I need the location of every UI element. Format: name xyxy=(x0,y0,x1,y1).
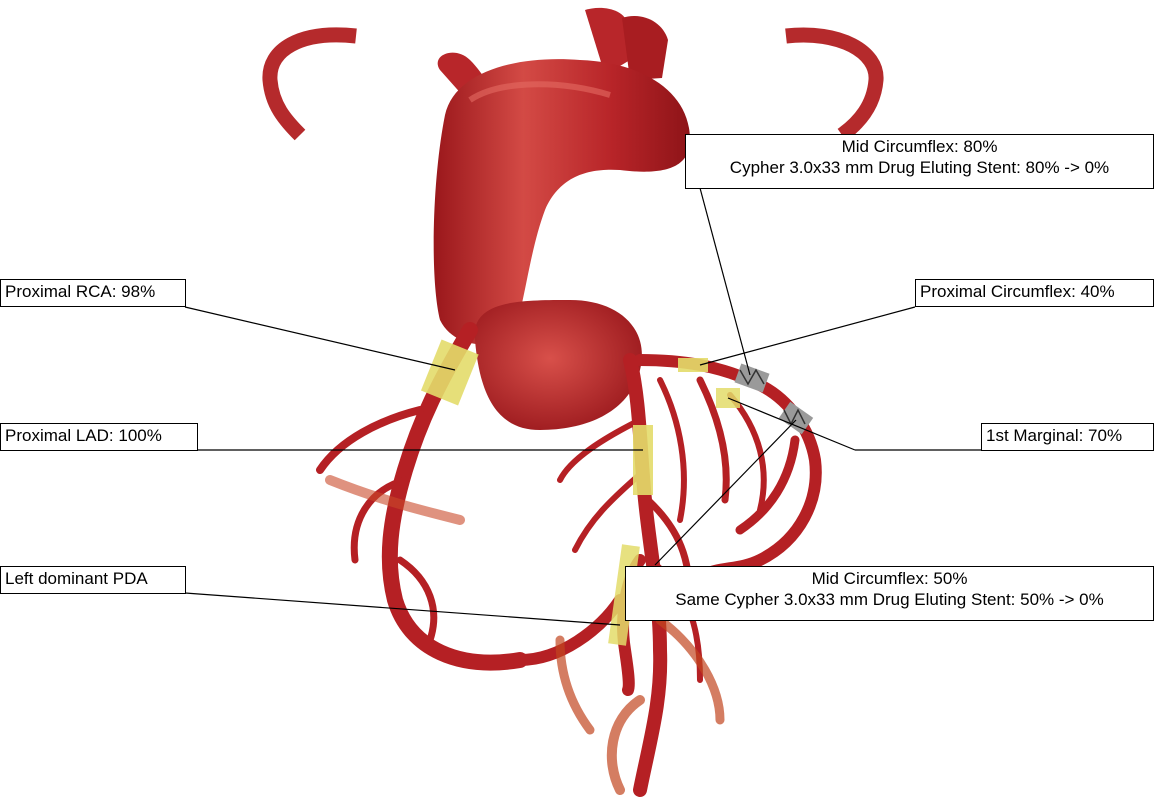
heart-body-shape xyxy=(475,300,642,430)
leader-proximal-circumflex xyxy=(700,307,915,365)
left-arc-shape xyxy=(270,35,356,135)
leader-mid-circumflex-1 xyxy=(700,188,750,375)
label-mid-circumflex-stent1-detail: Cypher 3.0x33 mm Drug Eluting Stent: 80%… xyxy=(690,157,1149,178)
label-mid-circumflex-stent1: Mid Circumflex: 80% Cypher 3.0x33 mm Dru… xyxy=(685,134,1154,189)
aorta-shape xyxy=(434,8,690,345)
label-proximal-circumflex: Proximal Circumflex: 40% xyxy=(915,279,1154,307)
label-proximal-rca: Proximal RCA: 98% xyxy=(0,279,186,307)
leader-proximal-rca xyxy=(185,307,455,370)
label-left-dominant-pda: Left dominant PDA xyxy=(0,566,186,594)
label-mid-circumflex-stent2: Mid Circumflex: 50% Same Cypher 3.0x33 m… xyxy=(625,566,1154,621)
right-arc-shape xyxy=(786,35,876,135)
lesion-proximal-lad xyxy=(633,425,653,495)
label-first-marginal: 1st Marginal: 70% xyxy=(981,423,1154,451)
label-mid-circumflex-stent1-title: Mid Circumflex: 80% xyxy=(690,136,1149,157)
label-mid-circumflex-stent2-detail: Same Cypher 3.0x33 mm Drug Eluting Stent… xyxy=(630,589,1149,610)
label-mid-circumflex-stent2-title: Mid Circumflex: 50% xyxy=(630,568,1149,589)
lesion-proximal-circumflex xyxy=(678,358,708,372)
label-proximal-lad: Proximal LAD: 100% xyxy=(0,423,198,451)
